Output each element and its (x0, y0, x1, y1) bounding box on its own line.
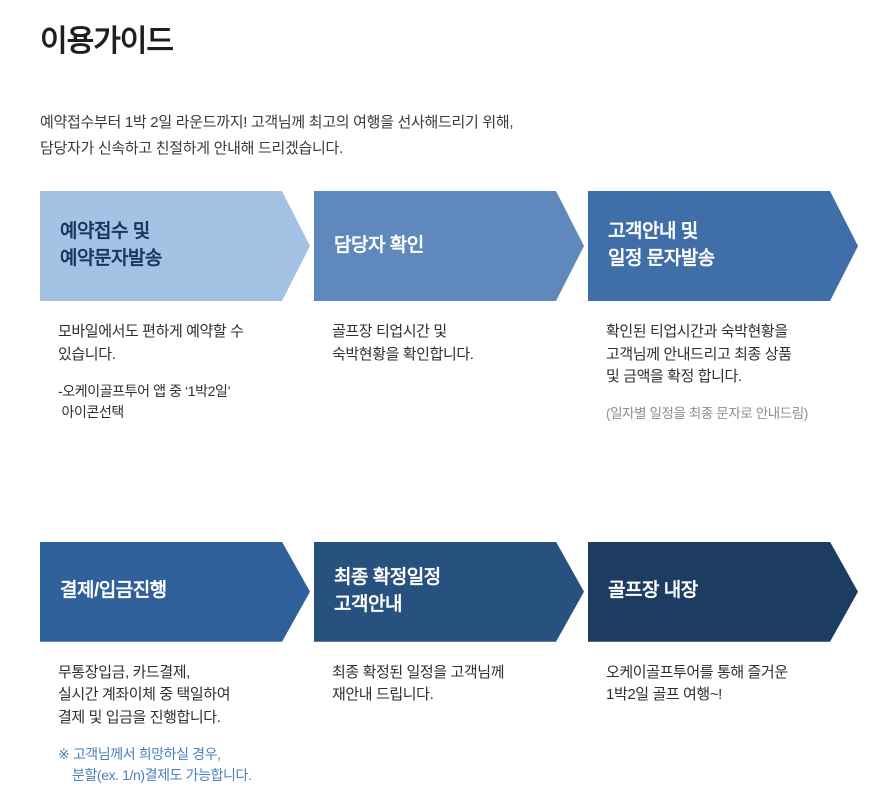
step-3-label: 고객안내 및 일정 문자발송 (608, 221, 715, 269)
step-4-body: 무통장입금, 카드결제, 실시간 계좌이체 중 택일하여 결제 및 입금을 진행… (40, 662, 310, 787)
flow-step-4: 결제/입금진행 무통장입금, 카드결제, 실시간 계좌이체 중 택일하여 결제 … (40, 542, 310, 787)
step-4-note: ※ 고객님께서 희망하실 경우, 분할(ex. 1/n)결제도 가능합니다. (58, 746, 252, 784)
step-5-label: 최종 확정일정 고객안내 (334, 567, 441, 615)
step-5-body: 최종 확정된 일정을 고객님께 재안내 드립니다. (314, 662, 584, 707)
step-1-desc: 모바일에서도 편하게 예약할 수 있습니다. (58, 323, 244, 363)
flow-arrow-3: 고객안내 및 일정 문자발송 (588, 191, 858, 301)
flow-arrow-5: 최종 확정일정 고객안내 (314, 542, 584, 642)
flow-step-3: 고객안내 및 일정 문자발송 확인된 티업시간과 숙박현황을 고객님께 안내드리… (588, 191, 858, 424)
step-4-desc: 무통장입금, 카드결제, 실시간 계좌이체 중 택일하여 결제 및 입금을 진행… (58, 663, 231, 726)
flow-arrow-6: 골프장 내장 (588, 542, 858, 642)
step-1-body: 모바일에서도 편하게 예약할 수 있습니다. -오케이골프투어 앱 중 ‘1박2… (40, 321, 310, 423)
flow-arrow-1: 예약접수 및 예약문자발송 (40, 191, 310, 301)
intro-text: 예약접수부터 1박 2일 라운드까지! 고객님께 최고의 여행을 선사해드리기 … (40, 114, 514, 157)
step-1-label: 예약접수 및 예약문자발송 (60, 221, 162, 269)
step-6-desc: 오케이골프투어를 통해 즐거운 1박2일 골프 여행~! (606, 663, 788, 704)
step-6-body: 오케이골프투어를 통해 즐거운 1박2일 골프 여행~! (588, 662, 858, 707)
flow-step-5: 최종 확정일정 고객안내 최종 확정된 일정을 고객님께 재안내 드립니다. (314, 542, 584, 787)
flow-section-1: 예약접수 및 예약문자발송 모바일에서도 편하게 예약할 수 있습니다. -오케… (40, 191, 858, 424)
step-2-body: 골프장 티업시간 및 숙박현황을 확인합니다. (314, 321, 584, 366)
step-2-label: 담당자 확인 (334, 234, 424, 256)
step-4-label: 결제/입금진행 (60, 580, 167, 602)
flow-row-1: 예약접수 및 예약문자발송 모바일에서도 편하게 예약할 수 있습니다. -오케… (40, 191, 858, 424)
step-3-desc: 확인된 티업시간과 숙박현황을 고객님께 안내드리고 최종 상품 및 금액을 확… (606, 323, 792, 385)
step-2-desc: 골프장 티업시간 및 숙박현황을 확인합니다. (332, 323, 474, 363)
step-3-note: (일자별 일정을 최종 문자로 안내드림) (606, 405, 808, 421)
flow-arrow-2: 담당자 확인 (314, 191, 584, 301)
flow-step-6: 골프장 내장 오케이골프투어를 통해 즐거운 1박2일 골프 여행~! (588, 542, 858, 787)
flow-arrow-4: 결제/입금진행 (40, 542, 310, 642)
flow-step-1: 예약접수 및 예약문자발송 모바일에서도 편하게 예약할 수 있습니다. -오케… (40, 191, 310, 424)
flow-section-2: 결제/입금진행 무통장입금, 카드결제, 실시간 계좌이체 중 택일하여 결제 … (40, 542, 858, 787)
flow-row-2: 결제/입금진행 무통장입금, 카드결제, 실시간 계좌이체 중 택일하여 결제 … (40, 542, 858, 787)
step-1-note: -오케이골프투어 앱 중 ‘1박2일’ 아이콘선택 (58, 383, 231, 420)
flow-step-2: 담당자 확인 골프장 티업시간 및 숙박현황을 확인합니다. (314, 191, 584, 424)
step-6-label: 골프장 내장 (608, 580, 698, 602)
step-3-body: 확인된 티업시간과 숙박현황을 고객님께 안내드리고 최종 상품 및 금액을 확… (588, 321, 858, 424)
step-5-desc: 최종 확정된 일정을 고객님께 재안내 드립니다. (332, 663, 505, 704)
page-title: 이용가이드 (40, 25, 174, 58)
